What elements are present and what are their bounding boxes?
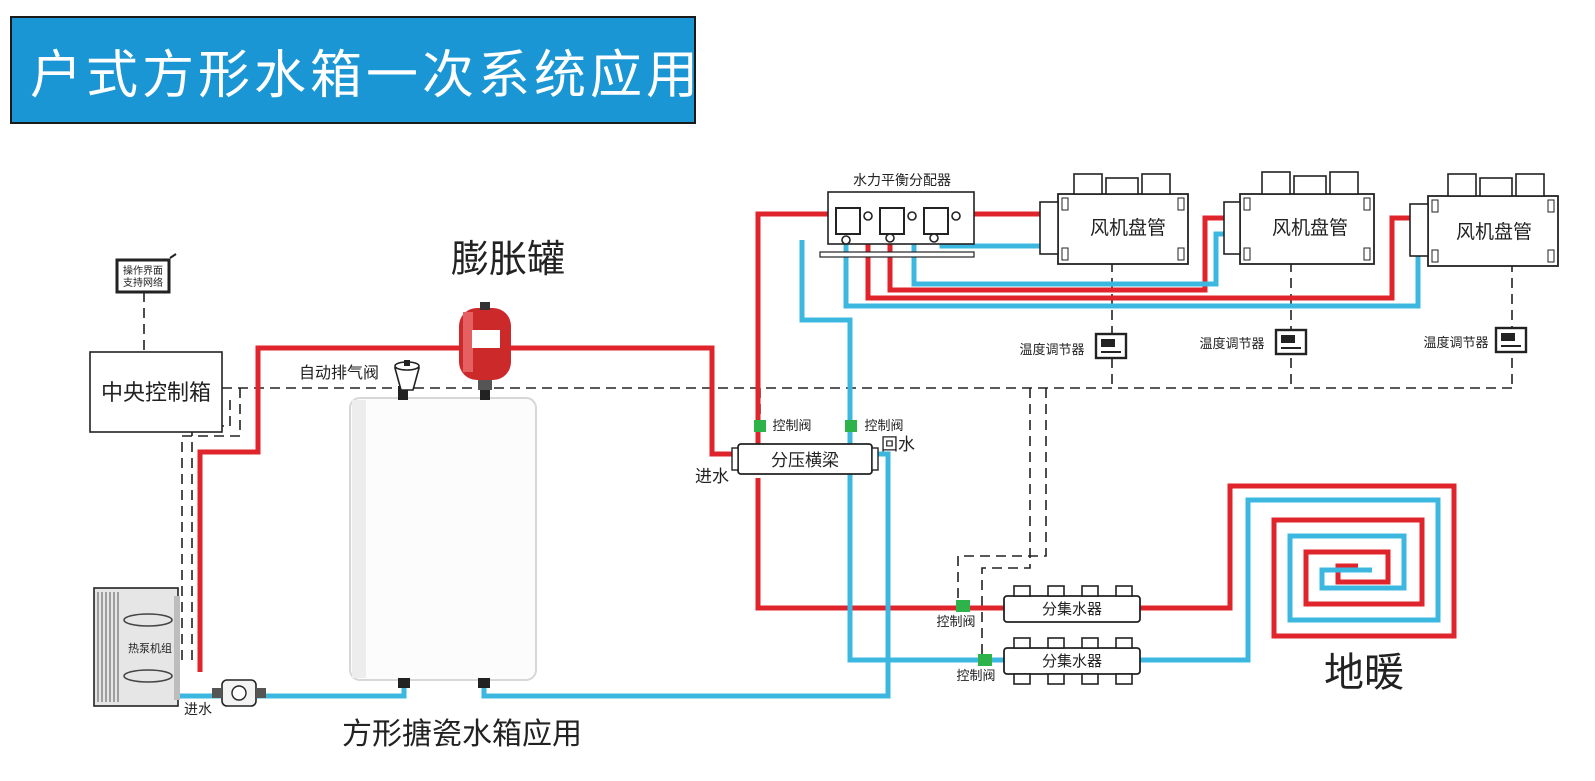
fan-coil-3: 风机盘管 [1409,173,1559,267]
expansion-tank [459,302,511,390]
auto-air-vent [393,360,421,391]
circulation-pump [212,679,266,707]
hydraulic-distributor-label: 水力平衡分配器 [853,173,951,189]
supply-pipes [197,211,1457,672]
control-valve-left [754,420,766,432]
thermostat-3-label: 温度调节器 [1423,335,1488,351]
diagram-title: 户式方形水箱一次系统应用 [30,45,703,106]
pump-water-in-label: 进水 [184,702,212,718]
control-valve-right [845,420,857,432]
control-valve-return-label: 控制阀 [956,669,995,684]
manifold-supply: 分集水器 [1003,585,1141,623]
operation-panel-label-1: 操作界面 [123,264,163,277]
thermostat-2-label: 温度调节器 [1199,336,1264,352]
fan-coil-1: 风机盘管 [1039,173,1189,265]
auto-air-vent-label: 自动排气阀 [299,363,379,382]
return-water-label: 回水 [881,435,915,455]
fan-coil-3-label: 风机盘管 [1456,221,1532,243]
pressure-header-label: 分压横梁 [771,451,839,471]
manifold-return-label: 分集水器 [1042,652,1102,670]
floor-heating-label: 地暖 [1324,650,1404,696]
hydraulic-distributor [819,191,975,258]
manifold-return: 分集水器 [1003,637,1141,685]
operation-panel: 操作界面 支持网络 [115,253,177,294]
header-water-in-label: 进水 [695,467,729,487]
thermostat-2 [1274,328,1308,356]
expansion-tank-label: 膨胀罐 [451,237,565,281]
operation-panel-label-2: 支持网络 [123,276,163,289]
central-control-box: 中央控制箱 [89,351,223,433]
fan-coil-1-label: 风机盘管 [1090,217,1166,239]
control-valve-supply [956,600,970,612]
control-valve-supply-label: 控制阀 [936,615,975,630]
fan-coil-2: 风机盘管 [1223,171,1375,265]
control-valve-right-label: 控制阀 [864,419,903,434]
control-valve-return [978,654,992,666]
water-tank [349,386,537,688]
thermostat-3 [1494,326,1528,354]
thermostat-1 [1094,332,1128,360]
thermostat-1-label: 温度调节器 [1019,342,1084,358]
pressure-header: 分压横梁 [731,443,879,475]
heat-pump-label: 热泵机组 [128,641,172,655]
title-banner: 户式方形水箱一次系统应用 [10,16,698,124]
heat-pump-unit [93,587,180,707]
fan-coil-2-label: 风机盘管 [1272,217,1348,239]
control-valve-left-label: 控制阀 [772,419,811,434]
tank-caption: 方形搪瓷水箱应用 [342,717,582,752]
manifold-supply-label: 分集水器 [1042,600,1102,618]
central-control-box-label: 中央控制箱 [101,381,211,406]
